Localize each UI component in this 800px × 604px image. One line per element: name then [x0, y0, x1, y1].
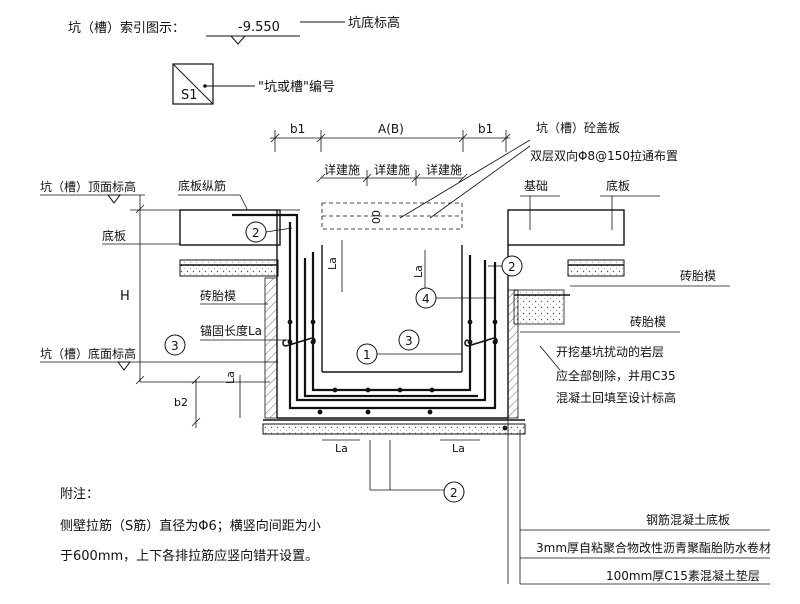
cover-ring-1: 00 — [370, 210, 383, 224]
notes-title: 附注： — [60, 487, 99, 502]
see-arch-1: 详建施 — [324, 162, 360, 177]
la-mark-1: La — [326, 257, 339, 270]
legend-item-2: 3mm厚自粘聚合物改性沥青聚酯胎防水卷材 — [536, 540, 771, 555]
label-foundation: 基础 — [524, 179, 548, 193]
dim-b1-right: b1 — [478, 122, 493, 136]
see-arch-dims — [316, 170, 468, 186]
label-cover-rebar: 双层双向Φ8@150拉通布置 — [530, 148, 678, 163]
top-level-triangle-icon — [107, 194, 121, 204]
layer-legend: 钢筋混凝土底板 3mm厚自粘聚合物改性沥青聚酯胎防水卷材 100mm厚C15素混… — [507, 418, 771, 585]
la-mark-4: La — [335, 442, 348, 455]
cover-plate — [321, 202, 463, 230]
la-mark-3: La — [224, 371, 237, 384]
rock-note-1: 开挖基坑扰动的岩层 — [556, 344, 664, 359]
label-brick-mold-left: 砖胎模 — [200, 288, 236, 303]
dim-b2: b2 — [174, 396, 188, 409]
level-triangle-icon — [229, 35, 247, 45]
rock-note-3: 混凝土回填至设计标高 — [556, 390, 676, 405]
label-slab-long-bar: 底板纵筋 — [178, 178, 226, 193]
svg-text:2: 2 — [450, 486, 458, 500]
bubble-3-right — [398, 329, 420, 351]
label-bottom-level: 坑（槽）底面标高 — [40, 346, 136, 361]
bubble-3-left — [164, 334, 186, 356]
bottom-layers — [262, 419, 526, 435]
pit-symbol-code: S1 — [181, 88, 198, 103]
see-arch-2: 详建施 — [374, 162, 410, 177]
pit-symbol-label: "坑或槽"编号 — [258, 80, 335, 95]
bottom-leader — [369, 440, 444, 491]
label-pit-cover: 坑（槽）砼盖板 — [536, 120, 620, 135]
svg-text:1: 1 — [363, 348, 371, 362]
label-top-level: 坑（槽）顶面标高 — [40, 179, 136, 194]
pit-symbol-diagonal — [172, 63, 214, 105]
svg-text:3: 3 — [171, 339, 179, 353]
dim-h: H — [120, 289, 130, 304]
svg-text:2: 2 — [252, 226, 260, 240]
label-brick-mold-right-2: 砖胎模 — [630, 314, 666, 329]
label-slab-right: 底板 — [606, 178, 630, 193]
notes: 附注： 侧壁拉筋（S筋）直径为Φ6；横竖向间距为小 于600mm，上下各排拉筋应… — [60, 487, 321, 564]
s-tie-right — [464, 337, 498, 347]
svg-text:2: 2 — [508, 260, 516, 274]
label-anchor-length: 锚固长度La — [200, 323, 262, 338]
legend-item-3: 100mm厚C15素混凝土垫层 — [606, 568, 760, 583]
pit-symbol-box — [172, 63, 214, 105]
la-mark-5: La — [452, 442, 465, 455]
see-arch-3: 详建施 — [426, 162, 462, 177]
legend-item-1: 钢筋混凝土底板 — [646, 512, 730, 527]
rebar-dots — [287, 319, 508, 431]
label-brick-mold-right-1: 砖胎模 — [680, 268, 716, 283]
notes-line-2: 于600mm，上下各排拉筋应竖向错开设置。 — [60, 548, 318, 564]
top-dimensions — [270, 130, 511, 152]
dim-ab: A(B) — [378, 122, 404, 136]
bottom-level-triangle-icon — [117, 361, 131, 371]
la-markers — [239, 240, 480, 441]
level-value: -9.550 — [238, 20, 280, 35]
svg-text:4: 4 — [422, 292, 430, 306]
index-section: 坑（槽）索引图示： -9.550 坑底标高 S1 "坑或槽"编号 — [68, 15, 400, 105]
dim-b1-left: b1 — [290, 122, 305, 136]
bubble-2-bottom — [443, 481, 465, 503]
la-mark-2: La — [412, 265, 425, 278]
pit-walls — [264, 210, 519, 419]
level-label: 坑底标高 — [348, 15, 400, 31]
index-title: 坑（槽）索引图示： — [68, 21, 185, 36]
s-tie-left — [282, 337, 316, 347]
left-slab — [179, 209, 281, 277]
rock-note-2: 应全部刨除，并用C35 — [556, 368, 676, 383]
rebar — [232, 213, 497, 410]
svg-text:3: 3 — [405, 334, 413, 348]
label-slab: 底板 — [102, 228, 126, 243]
notes-line-1: 侧壁拉筋（S筋）直径为Φ6；横竖向间距为小 — [60, 518, 321, 534]
right-slab — [507, 209, 625, 325]
